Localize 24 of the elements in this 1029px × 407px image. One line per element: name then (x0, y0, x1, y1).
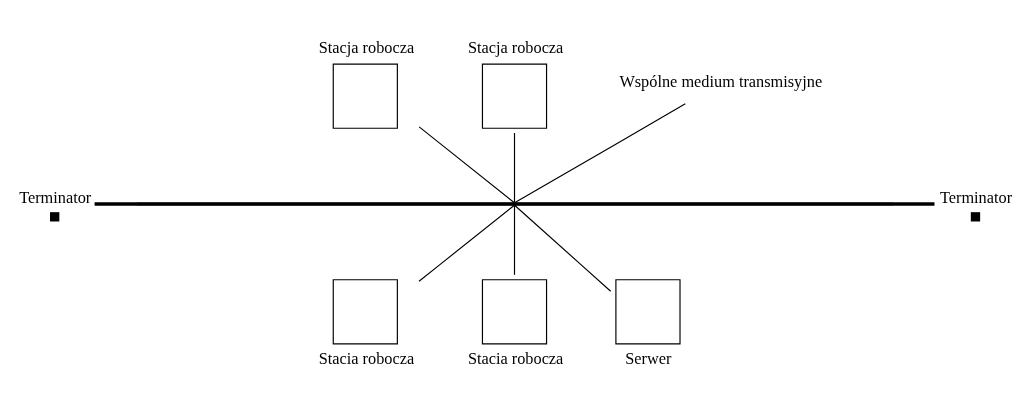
node-label: Stacia robocza (318, 348, 415, 368)
node-bar (136, 201, 893, 206)
node-label: Stacia robocza (467, 348, 564, 368)
node-label: Serwer (625, 348, 672, 368)
node-label: Stacja robocza (467, 37, 564, 57)
connector (513, 131, 516, 203)
node-text: Wspólne medium transmisyjne (619, 71, 823, 91)
connector (514, 102, 686, 203)
node-box (481, 278, 548, 344)
node-box (332, 63, 398, 129)
connector (513, 204, 516, 275)
connector (418, 125, 515, 203)
connector (94, 201, 137, 206)
node-box (615, 278, 681, 344)
connector (514, 204, 612, 292)
connector (418, 204, 515, 282)
node-label: Terminator (939, 187, 1013, 207)
node-box (50, 211, 60, 221)
node-box (970, 211, 981, 221)
connector (892, 201, 935, 206)
node-label: Stacja robocza (318, 37, 415, 57)
node-label: Terminator (19, 187, 92, 207)
node-box (332, 278, 398, 344)
node-box (481, 63, 548, 129)
